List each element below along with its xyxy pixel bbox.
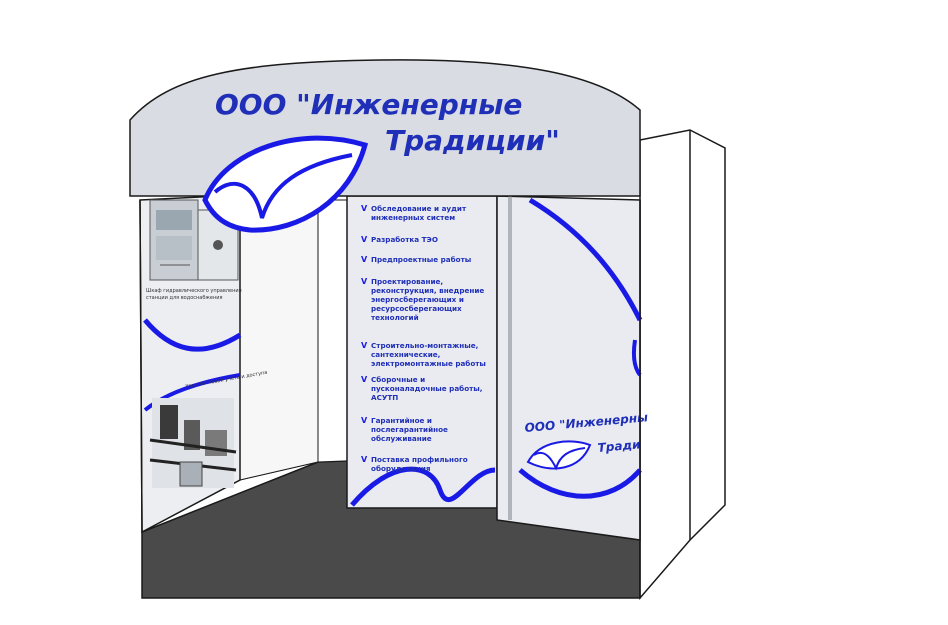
checkmark-bullet-icon: V — [361, 235, 368, 244]
brand-leaf-logo-icon — [202, 135, 369, 233]
service-line: АСУТП — [371, 393, 398, 402]
service-line: обслуживание — [371, 434, 432, 443]
service-line: ресурсосберегающих — [371, 304, 462, 313]
checkmark-bullet-icon: V — [361, 455, 368, 464]
header-brand-line2: Традиции" — [385, 124, 560, 157]
service-line: послегарантийное — [371, 425, 448, 434]
booth-left-wall — [239, 199, 319, 481]
left-caption-top-2: станции для водоснабжения — [146, 295, 223, 301]
service-line: Разработка ТЭО — [371, 235, 438, 244]
service-line: энергосберегающих и — [371, 295, 464, 304]
service-line: Сборочные и — [371, 375, 425, 384]
electrical-cabinet-icon — [149, 199, 239, 281]
service-line: Поставка профильного — [371, 455, 468, 464]
header-brand-line1: ООО "Инженерные — [215, 88, 522, 121]
checkmark-bullet-icon: V — [361, 255, 368, 264]
service-line: Гарантийное и — [371, 416, 432, 425]
service-line: Строительно-монтажные, — [371, 341, 478, 350]
checkmark-bullet-icon: V — [361, 204, 368, 213]
service-line: Обследование и аудит — [371, 204, 467, 213]
checkmark-bullet-icon: V — [361, 341, 368, 350]
service-line: оборудования — [371, 464, 431, 473]
service-line: пусконаладочные работы, — [371, 384, 483, 393]
right-wall-brand-line2: Тради — [597, 437, 642, 455]
service-line: реконструкция, внедрение — [371, 286, 484, 295]
booth-header-fascia: ООО "Инженерные Традиции" — [129, 59, 641, 233]
checkmark-bullet-icon: V — [361, 277, 368, 286]
service-line: технологий — [371, 313, 419, 322]
left-graphic-panel: Шкаф гидравлического управления станции … — [139, 194, 268, 534]
pump-station-icon — [149, 398, 237, 488]
service-line: инженерных систем — [371, 213, 455, 222]
booth-right-partition — [639, 129, 726, 601]
checkmark-bullet-icon: V — [361, 416, 368, 425]
service-line: Предпроектные работы — [371, 255, 471, 264]
service-line: сантехнические, — [371, 350, 440, 359]
service-line: Проектирование, — [371, 277, 443, 286]
right-graphic-wall: ООО "Инженерны Тради — [496, 195, 649, 541]
left-caption-top: Шкаф гидравлического управления — [146, 288, 242, 294]
service-line: электромонтажные работы — [371, 359, 486, 368]
checkmark-bullet-icon: V — [361, 375, 368, 384]
brand-leaf-logo-icon — [526, 440, 592, 471]
